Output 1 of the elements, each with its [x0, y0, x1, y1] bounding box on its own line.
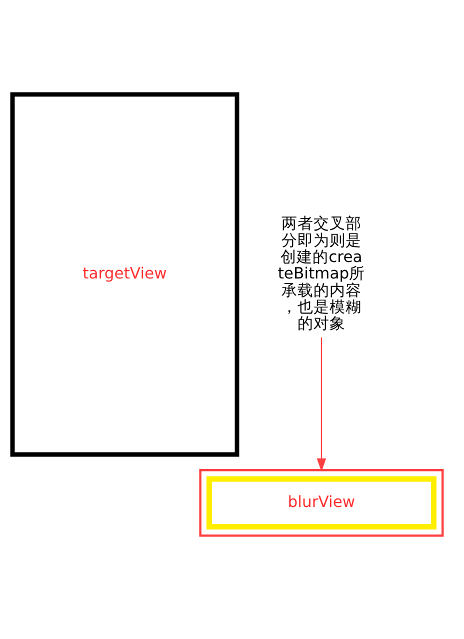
node-text: 两者交叉部分即为则是创建的createBitmap所承载的内容，也是模糊的对象 — [278, 214, 366, 333]
